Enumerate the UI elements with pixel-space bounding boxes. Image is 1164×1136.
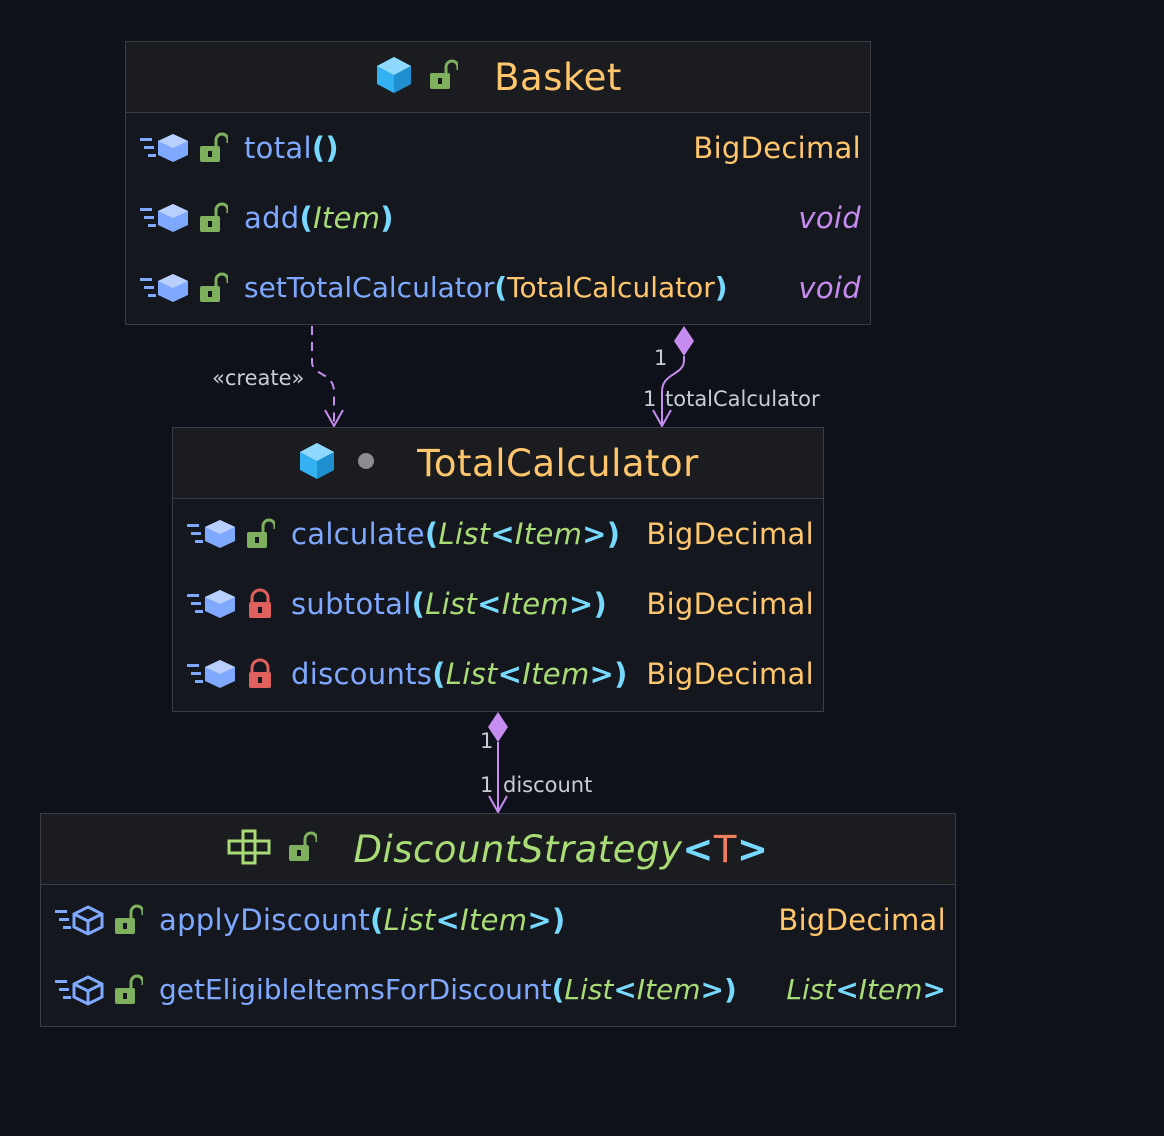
discount-role: discount [503, 773, 593, 797]
total-calculator-header: TotalCalculator [173, 428, 823, 499]
basket-member-row[interactable]: total() BigDecimal [126, 113, 870, 183]
public-unlock-icon [200, 272, 228, 302]
method-icon [187, 660, 235, 688]
method-signature: discounts(List<Item>) [291, 656, 628, 691]
discount-strategy-member-row[interactable]: applyDiscount(List<Item>) BigDecimal [41, 885, 955, 955]
private-lock-icon [249, 658, 271, 688]
method-signature: add(Item) [244, 200, 394, 235]
basket-class-name: Basket [494, 55, 622, 99]
create-label: «create» [212, 366, 305, 390]
discount-target-multiplicity: 1 [480, 773, 494, 797]
method-icon [140, 204, 188, 232]
public-unlock-icon [115, 974, 143, 1004]
return-type: void [798, 270, 861, 305]
interface-icon [227, 829, 273, 869]
class-cube-icon [374, 55, 414, 99]
discount-source-multiplicity: 1 [480, 729, 494, 753]
method-signature: subtotal(List<Item>) [291, 586, 608, 621]
method-icon [187, 590, 235, 618]
total-calculator-class-name: TotalCalculator [417, 441, 699, 485]
abstract-method-icon [55, 905, 104, 936]
basket-member-row[interactable]: add(Item) void [126, 183, 870, 253]
discount-strategy-header: DiscountStrategy<T> [41, 814, 955, 885]
public-unlock-icon [287, 831, 319, 867]
total-calculator-target-multiplicity: 1 [643, 387, 657, 411]
total-calculator-member-row[interactable]: subtotal(List<Item>) BigDecimal [173, 569, 823, 639]
create-dependency-arrowhead [324, 409, 344, 429]
basket-class-node[interactable]: Basket total() BigDecimal add(Item) void… [125, 41, 871, 325]
package-dot-icon [351, 445, 381, 481]
public-unlock-icon [247, 518, 275, 548]
return-type: BigDecimal [646, 516, 814, 551]
create-dependency-edge [311, 326, 335, 424]
return-type: BigDecimal [646, 586, 814, 621]
discount-strategy-member-row[interactable]: getEligibleItemsForDiscount(List<Item>) … [41, 955, 955, 1025]
basket-header: Basket [126, 42, 870, 113]
total-calculator-member-row[interactable]: calculate(List<Item>) BigDecimal [173, 499, 823, 569]
discount-composition-diamond [488, 712, 508, 742]
method-signature: getEligibleItemsForDiscount(List<Item>) [159, 973, 737, 1006]
total-calculator-composition-diamond [674, 326, 694, 356]
total-calculator-source-multiplicity: 1 [654, 346, 668, 370]
total-calculator-class-node[interactable]: TotalCalculator calculate(List<Item>) Bi… [172, 427, 824, 712]
method-icon [187, 520, 235, 548]
discount-strategy-interface-name: DiscountStrategy<T> [353, 827, 769, 871]
method-signature: applyDiscount(List<Item>) [159, 902, 566, 937]
return-type: void [798, 200, 861, 235]
private-lock-icon [249, 588, 271, 618]
public-unlock-icon [115, 904, 143, 934]
discount-arrowhead [488, 795, 508, 815]
public-unlock-icon [200, 132, 228, 162]
return-type: BigDecimal [646, 656, 814, 691]
abstract-method-icon [55, 975, 104, 1006]
return-type: BigDecimal [693, 130, 861, 165]
discount-strategy-interface-node[interactable]: DiscountStrategy<T> applyDiscount(List<I… [40, 813, 956, 1027]
return-type: BigDecimal [778, 902, 946, 937]
method-icon [140, 134, 188, 162]
total-calculator-member-row[interactable]: discounts(List<Item>) BigDecimal [173, 639, 823, 709]
class-cube-icon [297, 441, 337, 485]
public-unlock-icon [200, 202, 228, 232]
total-calculator-arrowhead [652, 409, 672, 429]
method-icon [140, 274, 188, 302]
return-type: List<Item> [786, 973, 946, 1006]
total-calculator-role: totalCalculator [665, 387, 820, 411]
method-signature: calculate(List<Item>) [291, 516, 621, 551]
total-calculator-composition-edge [661, 356, 685, 424]
method-signature: setTotalCalculator(TotalCalculator) [244, 271, 728, 304]
method-signature: total() [244, 130, 339, 165]
public-unlock-icon [428, 59, 460, 95]
basket-member-row[interactable]: setTotalCalculator(TotalCalculator) void [126, 253, 870, 323]
